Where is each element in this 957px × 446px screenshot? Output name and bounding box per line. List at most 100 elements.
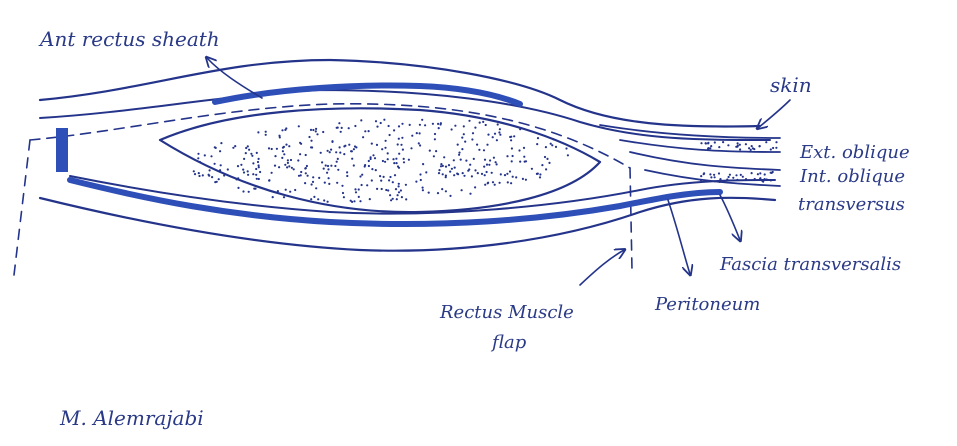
stipple-dot	[463, 133, 465, 135]
stipple-dot	[555, 146, 557, 148]
stipple-dot	[258, 178, 260, 180]
stipple-dot	[389, 134, 391, 136]
stipple-dot	[395, 188, 397, 190]
stipple-dot	[247, 174, 249, 176]
stipple-dot	[256, 178, 258, 180]
stipple-dot	[405, 198, 407, 200]
stipple-dot	[232, 147, 234, 149]
stipple-dot	[359, 175, 361, 177]
stipple-dot	[334, 165, 336, 167]
stipple-dot	[438, 127, 440, 129]
stipple-dot	[469, 193, 471, 195]
stipple-dot	[471, 138, 473, 140]
stipple-dot	[265, 131, 267, 133]
stipple-dot	[464, 141, 466, 143]
stipple-dot	[339, 146, 341, 148]
stipple-dot	[310, 146, 312, 148]
stipple-dot	[432, 123, 434, 125]
stipple-dot	[223, 174, 225, 176]
stipple-dot	[511, 160, 513, 162]
stipple-dot	[510, 139, 512, 141]
stipple-dot	[248, 191, 250, 193]
stipple-dot	[321, 161, 323, 163]
stipple-dot	[250, 153, 252, 155]
stipple-dot	[719, 178, 721, 180]
stipple-dot	[745, 143, 747, 145]
stipple-dot	[476, 144, 478, 146]
stipple-dot	[315, 130, 317, 132]
stipple-dot	[336, 182, 338, 184]
stipple-dot	[346, 175, 348, 177]
stipple-dot	[499, 128, 501, 130]
stipple-dot	[473, 158, 475, 160]
rectus-muscle-belly	[160, 108, 600, 212]
stipple-dot	[388, 179, 390, 181]
stipple-dot	[330, 165, 332, 167]
stipple-dot	[445, 190, 447, 192]
stipple-dot	[351, 201, 353, 203]
stipple-dot	[256, 152, 258, 154]
stipple-dot	[728, 176, 730, 178]
stipple-dot	[403, 158, 405, 160]
stipple-dot	[285, 144, 287, 146]
stipple-dot	[751, 172, 753, 174]
stipple-dot	[765, 141, 767, 143]
stipple-dot	[214, 181, 216, 183]
stipple-dot	[745, 178, 747, 180]
stipple-dot	[355, 191, 357, 193]
stipple-dot	[518, 149, 520, 151]
stipple-dot	[311, 183, 313, 185]
stipple-dot	[310, 140, 312, 142]
stipple-dot	[440, 163, 442, 165]
stipple-dot	[307, 175, 309, 177]
stipple-dot	[400, 144, 402, 146]
stipple-dot	[351, 150, 353, 152]
stipple-dot	[761, 180, 763, 182]
stipple-dot	[487, 182, 489, 184]
stipple-dot	[274, 155, 276, 157]
stipple-dot	[551, 144, 553, 146]
stipple-dot	[396, 162, 398, 164]
stipple-dot	[775, 141, 777, 143]
stipple-dot	[545, 168, 547, 170]
stipple-dot	[397, 143, 399, 145]
stipple-dot	[371, 179, 373, 181]
stipple-dot	[193, 170, 195, 172]
stipple-dot	[710, 176, 712, 178]
stipple-dot	[497, 123, 499, 125]
stipple-dot	[234, 145, 236, 147]
stipple-dot	[509, 170, 511, 172]
arrow-fascia-transversalis	[720, 195, 740, 240]
stipple-dot	[718, 172, 720, 174]
stipple-dot	[714, 141, 716, 143]
lateral-muscle-stipple	[700, 141, 778, 183]
stipple-dot	[247, 145, 249, 147]
stipple-dot	[341, 127, 343, 129]
stipple-dot	[474, 186, 476, 188]
stipple-dot	[710, 145, 712, 147]
stipple-dot	[425, 171, 427, 173]
stipple-dot	[500, 173, 502, 175]
stipple-dot	[408, 159, 410, 161]
stipple-dot	[320, 152, 322, 154]
stipple-dot	[438, 172, 440, 174]
stipple-dot	[329, 151, 331, 153]
stipple-dot	[488, 164, 490, 166]
stipple-dot	[372, 154, 374, 156]
stipple-dot	[541, 164, 543, 166]
stipple-dot	[453, 159, 455, 161]
stipple-dot	[338, 122, 340, 124]
stipple-dot	[442, 173, 444, 175]
stipple-dot	[544, 156, 546, 158]
stipple-dot	[368, 160, 370, 162]
stipple-dot	[398, 185, 400, 187]
stipple-dot	[353, 200, 355, 202]
stipple-dot	[757, 173, 759, 175]
label-int-oblique: Int. oblique	[799, 166, 905, 187]
stipple-dot	[371, 143, 373, 145]
stipple-dot	[316, 133, 318, 135]
stipple-dot	[410, 147, 412, 149]
stipple-dot	[428, 192, 430, 194]
stipple-dot	[218, 178, 220, 180]
